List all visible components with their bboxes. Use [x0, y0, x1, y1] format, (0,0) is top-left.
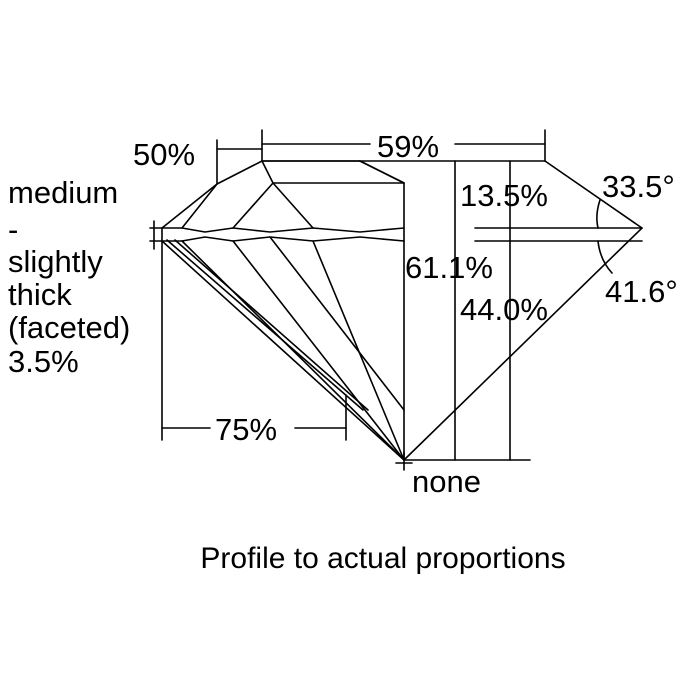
girdle — [161, 227, 405, 242]
pavilion-angle-label: 41.6° — [605, 274, 678, 309]
culet-label: none — [412, 464, 481, 499]
culet-marker — [395, 451, 413, 471]
table-pct-label: 59% — [377, 129, 439, 164]
pavilion-depth-label: 44.0% — [460, 292, 548, 327]
girdle-label-line-2: - — [8, 212, 18, 247]
crown-angle-label: 33.5° — [602, 169, 675, 204]
pavilion-facets — [166, 236, 405, 461]
caption: Profile to actual proportions — [200, 542, 565, 575]
table-dimension — [261, 129, 546, 162]
total-depth-label: 61.1% — [405, 250, 493, 285]
lower-half-dimension — [161, 240, 347, 441]
girdle-label: medium - slightly thick (faceted) 3.5% — [8, 175, 130, 379]
right-profile — [403, 160, 643, 461]
star-dimension — [216, 139, 263, 185]
girdle-label-line-4: thick — [8, 277, 72, 312]
girdle-label-line-1: medium — [8, 175, 118, 210]
depth-lines — [403, 160, 531, 461]
diamond-outline — [161, 160, 405, 461]
girdle-label-line-3: slightly — [8, 244, 103, 279]
crown-facets — [181, 160, 405, 229]
girdle-label-line-5: (faceted) — [8, 310, 130, 345]
girdle-marker — [149, 220, 163, 250]
lower-half-label: 75% — [215, 412, 277, 447]
crown-height-label: 13.5% — [460, 178, 548, 213]
star-pct-label: 50% — [133, 137, 195, 172]
girdle-label-line-6: 3.5% — [8, 344, 79, 379]
